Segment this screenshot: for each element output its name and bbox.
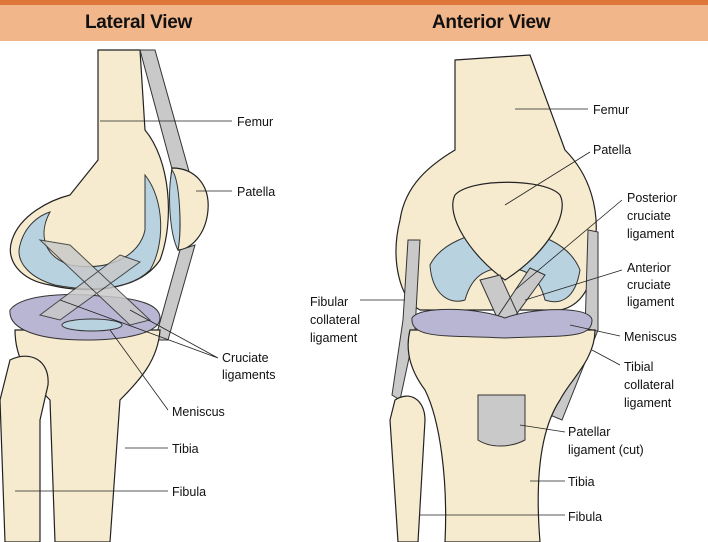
label-ant-patellar-1: Patellar [568,425,610,439]
lateral-view-title: Lateral View [85,12,192,33]
label-lat-meniscus: Meniscus [172,405,225,419]
anterior-patellar-ligament-cut [477,394,526,447]
lateral-view-drawing [0,49,209,542]
label-ant-fcl-1: Fibular [310,295,348,309]
label-lat-tibia: Tibia [172,442,199,456]
label-ant-tibia: Tibia [568,475,595,489]
leader-ant-patella [504,151,591,206]
label-ant-pcl-2: cruciate [627,209,671,223]
label-lat-cruciate-1: Cruciate [222,351,269,365]
leader-ant-patellar [519,424,566,433]
label-ant-meniscus: Meniscus [624,330,677,344]
label-ant-tcl-1: Tibial [624,360,653,374]
leader-ant-pcl [514,199,623,291]
anterior-fibula [389,395,426,542]
label-ant-pcl-3: ligament [627,227,675,241]
label-ant-patella: Patella [593,143,631,157]
anterior-patella [452,181,563,281]
label-ant-pcl-1: Posterior [627,191,677,205]
label-lat-patella: Patella [237,185,275,199]
label-ant-acl-3: ligament [627,295,675,309]
label-ant-fibula: Fibula [568,510,602,524]
leader-ant-meniscus [569,324,621,337]
label-ant-tcl-3: ligament [624,396,672,410]
lateral-patella-cartilage [169,168,181,252]
label-ant-fcl-3: ligament [310,331,358,345]
lateral-tibial-cartilage [61,318,123,332]
anterior-view-drawing [389,54,599,542]
lateral-femur [9,49,169,291]
label-lat-femur: Femur [237,115,273,129]
lateral-patellar-ligament [154,244,196,341]
label-ant-acl-1: Anterior [627,261,671,275]
leader-ant-acl [524,269,623,301]
lateral-fibula [0,355,49,542]
anterior-view-title: Anterior View [432,12,551,33]
anterior-meniscus-shape [411,308,593,339]
header-band [0,5,708,41]
leader-lat-cruciate [59,299,219,359]
label-ant-femur: Femur [593,103,629,117]
leader-ant-tcl [591,349,621,366]
label-lat-fibula: Fibula [172,485,206,499]
label-ant-acl-2: cruciate [627,278,671,292]
lateral-cruciate-ligaments [38,239,152,326]
label-ant-tcl-2: collateral [624,378,674,392]
leader-lat-meniscus [109,329,169,411]
label-ant-patellar-2: ligament (cut) [568,443,644,457]
header-accent-line [0,0,708,5]
label-lat-cruciate-2: ligaments [222,368,276,382]
label-ant-fcl-2: collateral [310,313,360,327]
